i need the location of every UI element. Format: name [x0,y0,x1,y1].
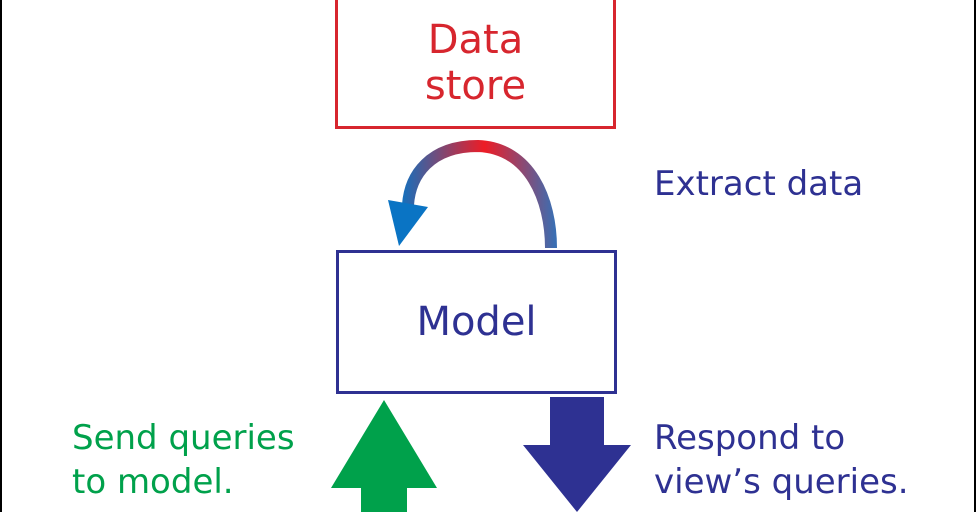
extract-data-text: Extract data [654,164,864,204]
respond-arrow [523,397,631,512]
model-node: Model [336,250,617,394]
extract-arrow-arc [402,139,557,249]
send-queries-line1: Send queries [72,418,295,458]
frame-right-border [974,0,976,512]
frame-left-border [0,0,2,512]
send-queries-line2: to model. [72,462,234,502]
respond-line2: view’s queries. [654,462,909,502]
send-queries-arrow [331,400,437,512]
data-store-label-line1: Data [427,16,524,63]
data-store-label-line2: store [424,62,527,109]
model-label: Model [416,299,537,345]
extract-arrow-head [388,200,428,246]
respond-label: Respond to view’s queries. [654,416,909,504]
extract-data-label: Extract data [654,162,863,206]
data-store-node: Data store [335,0,616,129]
respond-line1: Respond to [654,418,846,458]
send-queries-label: Send queries to model. [72,416,295,504]
